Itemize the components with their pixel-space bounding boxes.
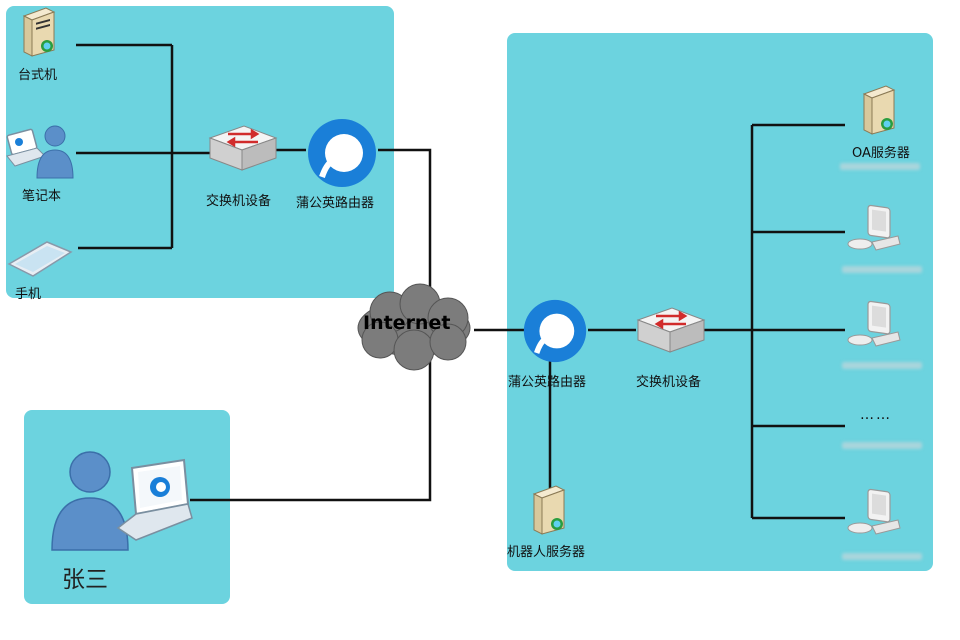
switch-left-icon — [208, 125, 278, 171]
oa-server-label: OA服务器 — [852, 146, 910, 161]
ellipsis-blurred-caption — [842, 442, 922, 449]
workstation-icon — [847, 300, 901, 347]
workstation-blurred-caption — [842, 362, 922, 369]
laptop-user-icon — [6, 125, 74, 179]
workstation-blurred-caption — [842, 266, 922, 273]
router-right-label: 蒲公英路由器 — [508, 375, 587, 390]
router-left-label: 蒲公英路由器 — [296, 196, 375, 211]
switch-left-label: 交换机设备 — [206, 194, 272, 209]
laptop-label: 笔记本 — [22, 189, 62, 204]
phone-label: 手机 — [15, 287, 42, 302]
router-left-icon — [308, 119, 376, 187]
oa-server-icon — [862, 85, 896, 135]
robot-server-icon — [532, 485, 566, 535]
robot-server-label: 机器人服务器 — [507, 545, 586, 560]
remote-user-panel — [24, 410, 230, 604]
remote-network-panel — [507, 33, 933, 571]
desktop-label: 台式机 — [18, 68, 58, 83]
user-laptop-icon — [51, 451, 193, 551]
internet-cloud-icon — [357, 283, 471, 371]
internet-label: Internet — [363, 312, 451, 334]
desktop-server-icon — [22, 7, 56, 57]
workstation-icon — [847, 204, 901, 251]
more-workstations-ellipsis: …… — [860, 407, 892, 423]
user-name-label: 张三 — [62, 567, 108, 593]
phone-tablet-icon — [7, 241, 73, 277]
switch-right-label: 交换机设备 — [636, 375, 702, 390]
workstation-blurred-caption — [842, 553, 922, 560]
router-right-icon — [523, 299, 587, 363]
oa-server-blurred-caption — [840, 163, 920, 170]
workstation-icon — [847, 488, 901, 535]
switch-right-icon — [636, 307, 706, 353]
